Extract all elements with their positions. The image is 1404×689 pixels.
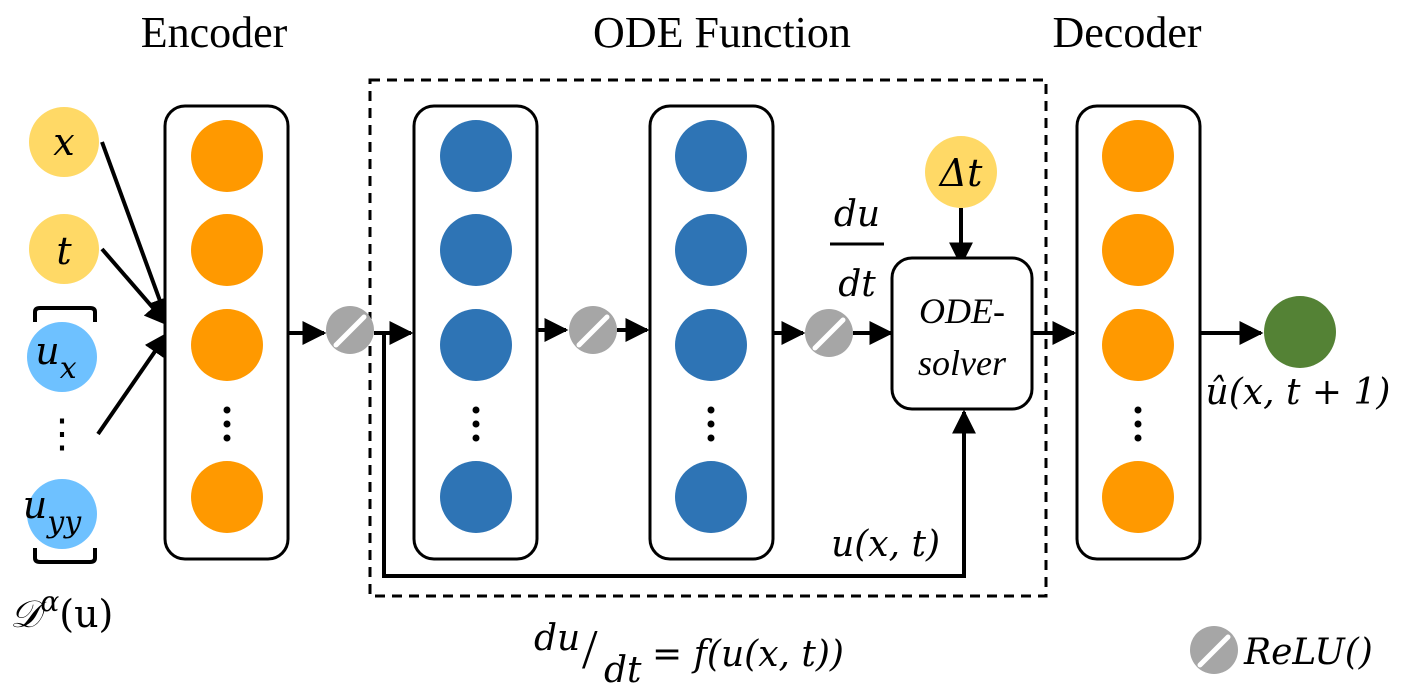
ode-neuron — [440, 461, 512, 533]
equation-du: du — [534, 618, 580, 659]
ode-neuron — [440, 309, 512, 381]
ode-hidden-layer-2 — [648, 104, 775, 561]
relu-legend: ReLU() — [1190, 626, 1373, 674]
deriv-superscript: α — [40, 585, 59, 618]
ode-neuron — [675, 461, 747, 533]
ode-neuron — [675, 309, 747, 381]
decoder-layer — [1075, 104, 1202, 561]
ux-sub-label: x — [60, 351, 77, 386]
uyy-base-label: u — [23, 483, 47, 527]
svg-text:uyy: uyy — [23, 483, 82, 540]
derivative-group-bottom-bracket — [33, 548, 97, 564]
delta-t-node: Δt — [925, 136, 997, 208]
encoder-heading: Encoder — [141, 8, 288, 57]
input-vdots: ⋮ — [42, 411, 82, 456]
relu-legend-label: ReLU() — [1243, 632, 1373, 673]
ode-layer-2-vdots — [707, 406, 715, 442]
decoder-neuron — [1102, 120, 1174, 192]
du-label: du — [834, 194, 880, 235]
solver-label-line1: ODE- — [919, 291, 1005, 331]
ode-hidden-layer-1 — [412, 104, 539, 561]
ode-neuron — [440, 214, 512, 286]
uyy-sub-label: yy — [45, 505, 82, 540]
deriv-argument: (u) — [59, 592, 113, 636]
state-skip-connection — [382, 333, 976, 578]
decoder-neuron — [1102, 214, 1174, 286]
encoder-neuron — [191, 309, 263, 381]
ode-solver-block: ODE- solver — [890, 256, 1034, 411]
decoder-vdots — [1134, 406, 1142, 442]
ode-neuron — [675, 120, 747, 192]
state-label: u(x, t) — [831, 524, 940, 565]
input-node-t: t — [29, 214, 99, 284]
equation-slash: / — [582, 619, 598, 681]
encoder-layer — [163, 104, 290, 561]
ode-neuron — [440, 120, 512, 192]
output-label: û(x, t + 1) — [1206, 372, 1391, 413]
input-node-uyy: uyy — [23, 479, 97, 549]
input-x-label: x — [53, 120, 74, 164]
encoder-vdots — [223, 406, 231, 442]
decoder-neuron — [1102, 309, 1174, 381]
output-node — [1264, 296, 1336, 368]
du-dt-fraction: du dt — [830, 194, 884, 305]
svg-text:𝒟α(u): 𝒟α(u) — [10, 585, 113, 636]
decoder-heading: Decoder — [1052, 8, 1201, 57]
equation-dt: dt — [604, 650, 642, 689]
encoder-neuron — [191, 461, 263, 533]
dt-label: dt — [838, 264, 876, 305]
ux-base-label: u — [35, 329, 59, 373]
encoder-neuron — [191, 120, 263, 192]
ode-function-heading: ODE Function — [593, 8, 851, 57]
derivative-group-top-bracket — [33, 306, 97, 322]
relu-icon — [326, 306, 374, 354]
solver-label-line2: solver — [918, 343, 1007, 383]
relu-icon — [569, 306, 617, 354]
ode-layer-1-vdots — [472, 406, 480, 442]
decoder-neuron — [1102, 461, 1174, 533]
input-node-ux: ux — [27, 322, 97, 392]
svg-text:ux: ux — [35, 329, 76, 386]
equation-rhs: = f(u(x, t)) — [652, 634, 844, 675]
delta-t-label: Δt — [938, 151, 983, 195]
relu-legend-icon — [1190, 626, 1238, 674]
input-t-label: t — [56, 229, 72, 273]
relu-icon — [805, 309, 853, 357]
encoder-neuron — [191, 214, 263, 286]
ode-equation: du / dt = f(u(x, t)) — [534, 618, 844, 689]
input-node-x: x — [29, 107, 99, 177]
ode-neuron — [675, 214, 747, 286]
input-arrows — [96, 141, 171, 436]
